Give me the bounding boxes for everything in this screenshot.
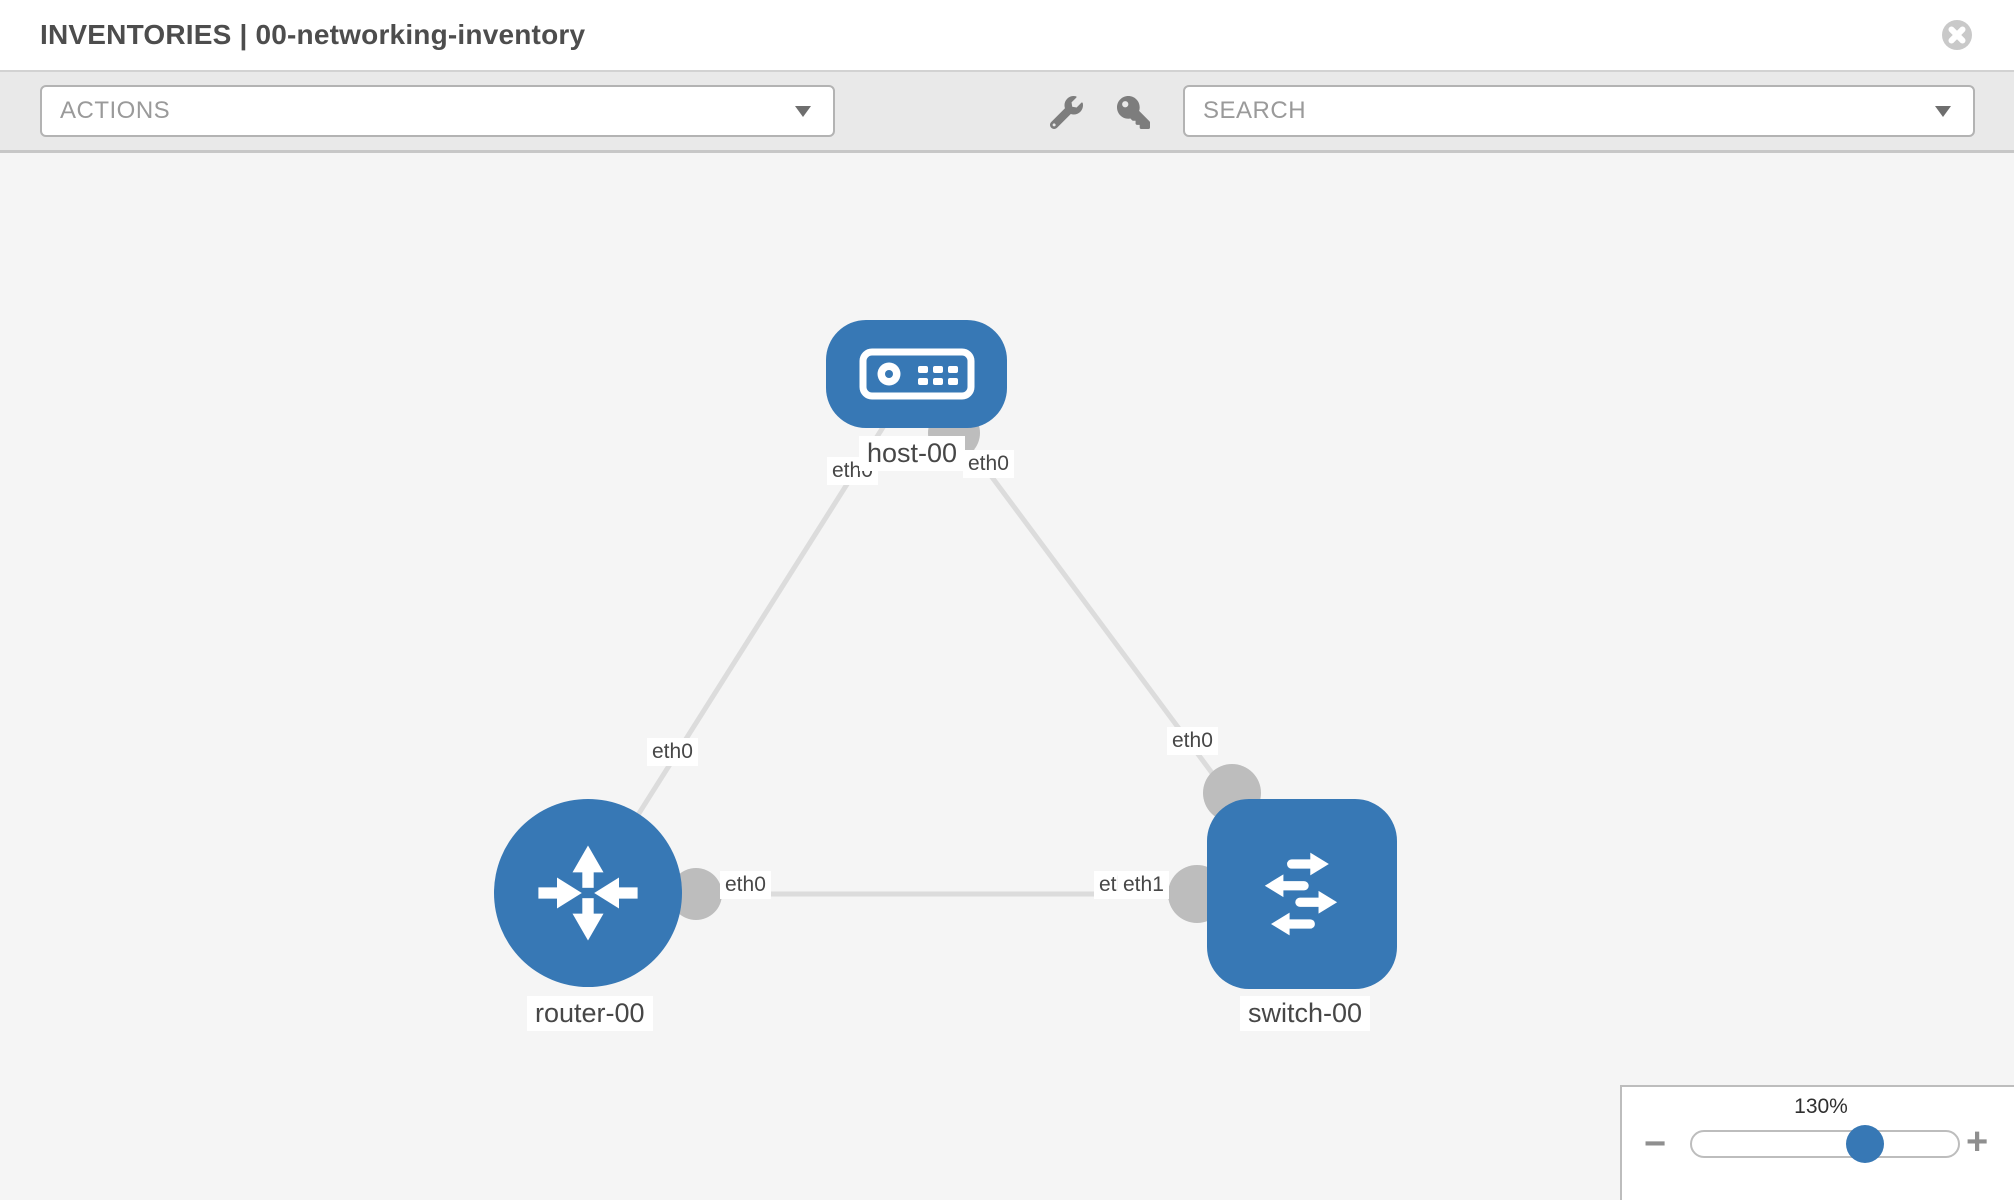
node-switch-00[interactable]: [1207, 799, 1397, 989]
node-label-switch: switch-00: [1240, 996, 1371, 1031]
actions-dropdown[interactable]: ACTIONS: [40, 85, 835, 137]
close-button[interactable]: [1941, 19, 1973, 51]
minus-icon: −: [1644, 1123, 1667, 1165]
topology-canvas[interactable]: host-00 eth0 eth0 eth0 eth0 eth0 eth0 et…: [0, 153, 2014, 1200]
node-router-00[interactable]: [494, 799, 682, 987]
interface-label: eth0: [647, 738, 698, 766]
chevron-down-icon: [795, 106, 811, 117]
actions-dropdown-label: ACTIONS: [60, 97, 171, 124]
key-icon: [1116, 95, 1150, 129]
page-title: INVENTORIES | 00-networking-inventory: [40, 19, 586, 50]
interface-label: eth1: [1118, 871, 1169, 899]
search-dropdown[interactable]: SEARCH: [1183, 85, 1975, 137]
node-host-00[interactable]: [826, 320, 1007, 428]
zoom-slider-track[interactable]: [1690, 1130, 1960, 1158]
zoom-slider-thumb[interactable]: [1846, 1125, 1884, 1163]
node-label-router: router-00: [527, 996, 653, 1031]
close-icon: [1942, 20, 1972, 50]
wrench-icon: [1049, 95, 1083, 129]
port-circle: [670, 868, 722, 920]
interface-label: eth0: [1167, 727, 1218, 755]
key-button[interactable]: [1111, 94, 1155, 130]
router-icon: [538, 845, 638, 941]
links-layer: [585, 373, 1305, 923]
chevron-down-icon: [1935, 106, 1951, 117]
header: INVENTORIES | 00-networking-inventory: [0, 0, 2014, 72]
interface-label: eth0: [963, 450, 1014, 478]
plus-icon: +: [1966, 1121, 1989, 1163]
switch-icon: [1264, 852, 1338, 936]
toolbar: ACTIONS SEARCH: [0, 72, 2014, 153]
zoom-out-button[interactable]: −: [1644, 1125, 1666, 1163]
search-dropdown-label: SEARCH: [1203, 97, 1307, 124]
zoom-level-value: 130%: [1794, 1095, 1848, 1118]
host-icon: [859, 348, 974, 400]
zoom-panel: 130% − +: [1620, 1085, 2014, 1200]
interface-label: eth0: [720, 871, 771, 899]
zoom-in-button[interactable]: +: [1966, 1123, 1988, 1161]
tools-button[interactable]: [1044, 94, 1088, 130]
node-label-host: host-00: [859, 436, 966, 471]
